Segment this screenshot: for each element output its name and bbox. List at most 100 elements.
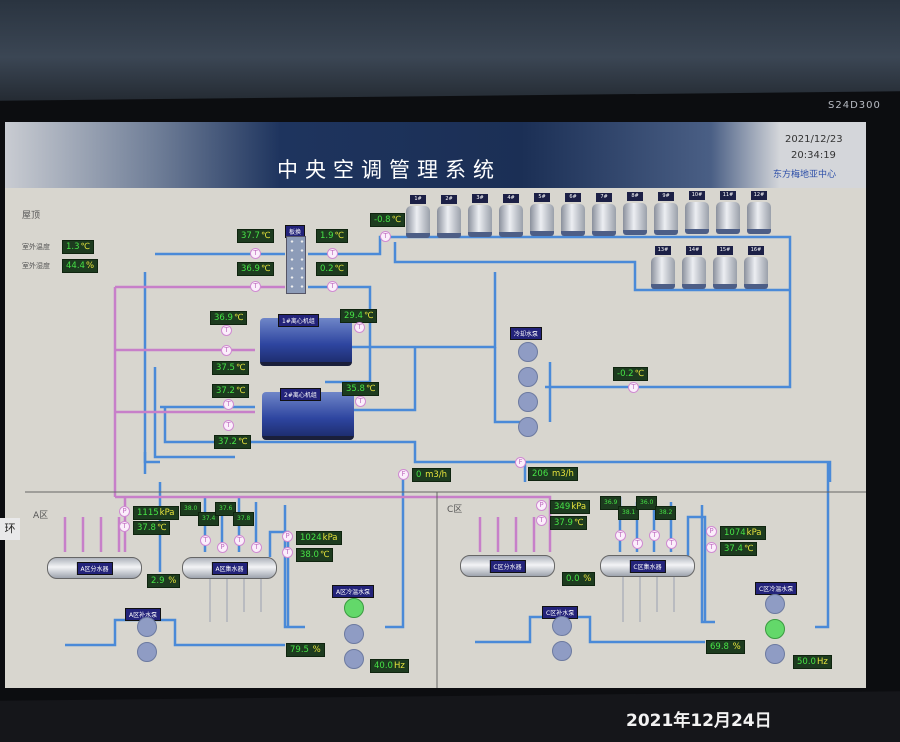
cooling-tower-16[interactable]: 16#	[743, 246, 769, 290]
zone-a-circ-pump-2[interactable]	[344, 624, 364, 644]
zone-c-frequency: 50.0Hz	[793, 655, 832, 669]
temp-sensor-icon: T	[234, 535, 245, 546]
temp-sensor-icon: T	[536, 515, 547, 526]
zone-a-distributor[interactable]: A区分水器	[47, 557, 142, 579]
temp-sensor-icon: T	[223, 399, 234, 410]
temp-sensor-icon: T	[282, 547, 293, 558]
cooling-tower-label: 7#	[596, 193, 612, 202]
zone-c-branch-temp: 36.0	[636, 496, 658, 510]
tower-supply-temp: -0.8℃	[370, 213, 406, 227]
zone-c-circ-pump-3[interactable]	[765, 644, 785, 664]
outdoor-temp-value: 1.3℃	[62, 240, 95, 254]
cooling-tower-icon	[623, 203, 647, 235]
cooling-pump-1[interactable]	[518, 342, 538, 362]
cooling-tower-9[interactable]: 9#	[653, 192, 679, 236]
zone-a-circ-pump-3[interactable]	[344, 649, 364, 669]
cooling-tower-11[interactable]: 11#	[715, 191, 741, 235]
cooling-pumps-label: 冷却水泵	[510, 327, 543, 340]
zone-c-return-temp: 37.4℃	[720, 542, 758, 556]
cooling-pump-4[interactable]	[518, 417, 538, 437]
cooling-tower-14[interactable]: 14#	[681, 246, 707, 290]
cooling-tower-8[interactable]: 8#	[622, 192, 648, 236]
pressure-sensor-icon: P	[282, 531, 293, 542]
monitor-brand: S24D300	[828, 100, 881, 111]
cooling-tower-icon	[592, 204, 616, 236]
zone-a-collector[interactable]: A区集水器	[182, 557, 277, 579]
hx-hot-out-temp: 36.9℃	[237, 262, 275, 276]
cooling-tower-13[interactable]: 13#	[650, 246, 676, 290]
temp-sensor-icon: T	[706, 542, 717, 553]
cooling-tower-icon	[682, 257, 706, 289]
cooling-tower-3[interactable]: 3#	[467, 194, 493, 238]
cooling-tower-label: 4#	[503, 194, 519, 203]
side-nav-button[interactable]: 环	[0, 518, 20, 540]
temp-sensor-icon: T	[221, 345, 232, 356]
zone-a-valve-opening: 2.9 %	[147, 574, 181, 588]
zone-a-distributor-label: A区分水器	[76, 562, 113, 575]
zone-c-circ-pump-1[interactable]	[765, 594, 785, 614]
zone-c-collector[interactable]: C区集水器	[600, 555, 695, 577]
heat-exchanger[interactable]	[286, 236, 306, 294]
bypass-flow: 0 m3/h	[412, 468, 452, 482]
page-title: 中央空调管理系统	[277, 158, 501, 182]
zone-c-circ-pump-2[interactable]	[765, 619, 785, 639]
cooling-pump-2[interactable]	[518, 367, 538, 387]
cooling-tower-icon	[499, 205, 523, 237]
chiller-1-temp-1: 36.9℃	[210, 311, 248, 325]
temp-sensor-icon: T	[649, 530, 660, 541]
zone-a-makeup-pump-1[interactable]	[137, 617, 157, 637]
cooling-tower-1[interactable]: 1#	[405, 195, 431, 239]
temp-sensor-icon: T	[380, 231, 391, 242]
outdoor-hum-value: 44.4%	[62, 259, 99, 273]
hx-cold-temp-2: 0.2℃	[316, 262, 349, 276]
zone-c-temp: 37.9℃	[550, 516, 588, 530]
temp-sensor-icon: T	[221, 325, 232, 336]
zone-c-makeup-pump-1[interactable]	[552, 616, 572, 636]
cooling-tower-15[interactable]: 15#	[712, 246, 738, 290]
zone-a-branch-temp: 37.8	[233, 512, 255, 526]
zone-a-branch-temp: 38.0	[180, 502, 202, 516]
cooling-tower-5[interactable]: 5#	[529, 193, 555, 237]
cooling-tower-icon	[654, 203, 678, 235]
cooling-tower-12[interactable]: 12#	[746, 191, 772, 235]
zone-a-temp: 37.8℃	[133, 521, 171, 535]
zone-c-collector-label: C区集水器	[629, 560, 666, 573]
temp-sensor-icon: T	[251, 542, 262, 553]
photo-date-caption: 2021年12月24日	[626, 711, 772, 731]
temp-sensor-icon: T	[327, 281, 338, 292]
cooling-tower-icon	[716, 202, 740, 234]
cooling-tower-icon	[651, 257, 675, 289]
temp-sensor-icon: T	[223, 420, 234, 431]
chiller-1-temp-3: 29.4℃	[340, 309, 378, 323]
cooling-tower-icon	[406, 206, 430, 238]
cooling-tower-10[interactable]: 10#	[684, 191, 710, 235]
zone-c-makeup-pump-2[interactable]	[552, 641, 572, 661]
header-bar: 中央空调管理系统 2021/12/23 20:34:19 东方梅地亚中心	[5, 122, 866, 188]
cooling-tower-2[interactable]: 2#	[436, 195, 462, 239]
pressure-sensor-icon: P	[119, 506, 130, 517]
zone-c-branch-temp: 38.1	[618, 506, 640, 520]
chiller-1-temp-2: 37.5℃	[212, 361, 250, 375]
zone-a-makeup-pump-2[interactable]	[137, 642, 157, 662]
cooling-tower-label: 9#	[658, 192, 674, 201]
temp-sensor-icon: T	[628, 382, 639, 393]
cooling-tower-icon	[713, 257, 737, 289]
cooling-tower-icon	[468, 205, 492, 237]
temp-sensor-icon: T	[327, 248, 338, 259]
header-time: 20:34:19	[791, 150, 836, 161]
zone-a-pump-valve: 79.5 %	[286, 643, 325, 657]
zone-a-circ-pump-1[interactable]	[344, 598, 364, 618]
temp-sensor-icon: T	[615, 530, 626, 541]
cooling-tower-icon	[437, 206, 461, 238]
pressure-sensor-icon: P	[217, 542, 228, 553]
zone-c-distributor[interactable]: C区分水器	[460, 555, 555, 577]
cooling-tower-4[interactable]: 4#	[498, 194, 524, 238]
cooling-tower-7[interactable]: 7#	[591, 193, 617, 237]
cooling-tower-6[interactable]: 6#	[560, 193, 586, 237]
pressure-sensor-icon: P	[706, 526, 717, 537]
cooling-tower-icon	[744, 257, 768, 289]
cooling-pump-3[interactable]	[518, 392, 538, 412]
zone-c-branch-temp: 38.2	[655, 506, 677, 520]
temp-sensor-icon: T	[355, 396, 366, 407]
cooling-tower-icon	[747, 202, 771, 234]
